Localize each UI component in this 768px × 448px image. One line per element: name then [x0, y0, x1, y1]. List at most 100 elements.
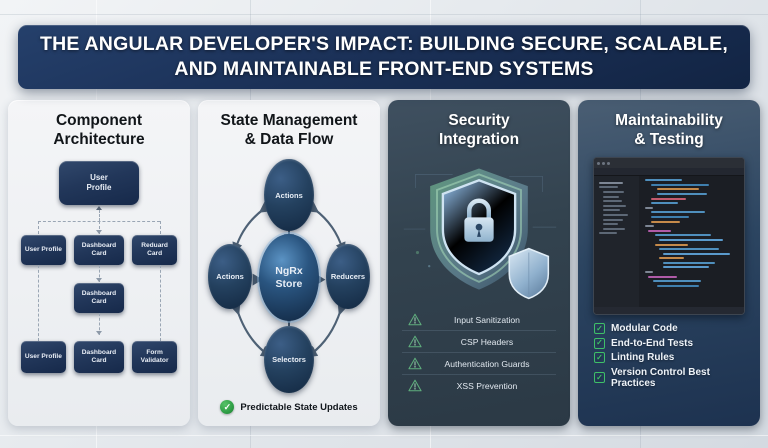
tree-node-root[interactable]: User Profile [59, 161, 139, 206]
heading-line-1: Security [448, 112, 510, 129]
security-list-item[interactable]: XSS Prevention [402, 375, 556, 396]
maintainability-checklist: ✓ Modular Code ✓ End-to-End Tests ✓ Lint… [586, 315, 752, 392]
security-list-item-label: CSP Headers [460, 336, 514, 347]
window-dot-icon [606, 161, 610, 165]
warning-triangle-icon [408, 335, 422, 348]
tree-node-row3-1[interactable]: Dashboard Card [74, 341, 124, 374]
security-list-item[interactable]: Input Sanitization [402, 309, 556, 332]
arrow-down-icon [96, 278, 102, 283]
check-circle-icon: ✓ [220, 400, 235, 414]
tree-node-root-line2: Profile [86, 183, 112, 193]
checklist-item[interactable]: ✓ Modular Code [594, 323, 746, 335]
flow-node-label-line1: NgRx [275, 264, 303, 277]
heading-line-2: Architecture [53, 130, 145, 148]
checkbox-checked-icon: ✓ [594, 323, 605, 335]
editor-tabbar [593, 168, 745, 177]
connector [99, 221, 100, 235]
panel-row: Component Architecture User Profile User… [8, 100, 760, 426]
checklist-item-label: Version Control Best Practices [611, 366, 710, 389]
heading-line-1: Component [55, 112, 143, 129]
shield-lock-illustration [396, 157, 562, 307]
checklist-item-label: Linting Rules [611, 352, 675, 364]
flow-node-actions-top[interactable]: Actions [264, 159, 314, 232]
security-list-item-label: XSS Prevention [456, 380, 518, 391]
checklist-item-label: End-to-End Tests [611, 337, 694, 349]
editor-body [593, 176, 745, 308]
panel-heading-component-architecture: Component Architecture [53, 112, 144, 149]
heading-line-2: Integration [438, 130, 520, 148]
tree-node-label: Reduard Card [141, 241, 168, 258]
heading-line-2: & Data Flow [244, 130, 334, 148]
checklist-item[interactable]: ✓ Version Control Best Practices [594, 367, 746, 389]
security-list-item[interactable]: Authentication Guards [402, 353, 556, 376]
security-list-item-label: Input Sanitization [454, 314, 520, 325]
checklist-item[interactable]: ✓ Linting Rules [594, 352, 746, 364]
checklist-item-label: Modular Code [611, 323, 678, 335]
flow-node-selectors[interactable]: Selectors [264, 325, 314, 394]
heading-line-1: State Management [220, 112, 358, 129]
connector [37, 221, 39, 235]
page-title: THE ANGULAR DEVELOPER'S IMPACT: BUILDING… [40, 33, 728, 80]
page-title-bar: THE ANGULAR DEVELOPER'S IMPACT: BUILDING… [18, 25, 750, 89]
flow-node-label: Actions [275, 190, 303, 200]
connector [99, 210, 100, 222]
panel-heading-state-management: State Management & Data Flow [221, 112, 358, 149]
security-list-item[interactable]: CSP Headers [402, 331, 556, 354]
ngrx-data-flow-diagram: Actions Actions NgRx Store Reducers Sele… [206, 157, 372, 398]
tree-node-label: Dashboard Card [81, 348, 117, 365]
panel-component-architecture: Component Architecture User Profile User… [8, 100, 190, 426]
tree-node-middle[interactable]: Dashboard Card [74, 283, 124, 314]
tree-node-row2-0[interactable]: User Profile [20, 235, 66, 266]
heading-line-2: & Testing [634, 130, 704, 148]
component-tree-diagram: User Profile User Profile Dashboard Card… [16, 157, 182, 418]
editor-code-area [638, 176, 745, 308]
arrow-up-icon [96, 206, 102, 211]
connector [160, 221, 162, 235]
checkbox-checked-icon: ✓ [594, 372, 605, 384]
arrow-down-icon [96, 331, 102, 336]
editor-titlebar [593, 158, 745, 169]
tree-node-label: Dashboard Card [81, 289, 117, 306]
tree-node-row3-0[interactable]: User Profile [20, 341, 66, 374]
tree-node-label: User Profile [24, 246, 62, 254]
security-checklist: Input Sanitization CSP Headers [396, 307, 562, 396]
flow-node-label: Selectors [272, 354, 306, 364]
tree-node-row3-2[interactable]: Form Validator [132, 341, 177, 374]
arrow-down-icon [96, 230, 102, 235]
panel-heading-maintainability-testing: Maintainability & Testing [615, 112, 723, 149]
code-editor-screenshot [592, 157, 746, 316]
security-list-item-label: Authentication Guards [444, 358, 530, 369]
window-dot-icon [601, 161, 605, 165]
panel-security-integration: Security Integration [388, 100, 570, 426]
predictable-state-badge: ✓ Predictable State Updates [220, 400, 358, 418]
tree-node-row2-1[interactable]: Dashboard Card [74, 235, 124, 266]
warning-triangle-icon [408, 357, 422, 370]
window-dot-icon [596, 161, 600, 165]
flow-node-label-line2: Store [275, 277, 303, 290]
heading-line-1: Maintainability [615, 112, 723, 129]
panel-maintainability-testing: Maintainability & Testing [578, 100, 760, 426]
tree-node-row2-2[interactable]: Reduard Card [132, 235, 177, 266]
checkbox-checked-icon: ✓ [594, 337, 605, 349]
panel-heading-security-integration: Security Integration [439, 112, 519, 149]
connector [99, 313, 100, 336]
tree-node-label: User Profile [24, 353, 62, 361]
connector [37, 265, 39, 342]
flow-node-ngrx-store[interactable]: NgRx Store [259, 234, 319, 321]
flow-node-actions-left[interactable]: Actions [207, 243, 253, 309]
checklist-item[interactable]: ✓ End-to-End Tests [594, 337, 746, 349]
tree-node-label: Dashboard Card [81, 241, 117, 258]
connector [160, 265, 162, 342]
tree-node-root-line1: User [90, 173, 108, 183]
checkbox-checked-icon: ✓ [594, 352, 605, 364]
flow-node-label: Reducers [330, 271, 366, 281]
tree-node-label: Form Validator [140, 348, 169, 365]
warning-triangle-icon [408, 313, 422, 326]
flow-node-label: Actions [216, 271, 244, 281]
connector [99, 265, 100, 283]
predictable-state-badge-label: Predictable State Updates [240, 401, 358, 413]
editor-statusbar [593, 307, 745, 315]
flow-node-reducers[interactable]: Reducers [325, 243, 371, 309]
editor-file-tree [593, 176, 639, 308]
warning-triangle-icon [408, 379, 422, 392]
